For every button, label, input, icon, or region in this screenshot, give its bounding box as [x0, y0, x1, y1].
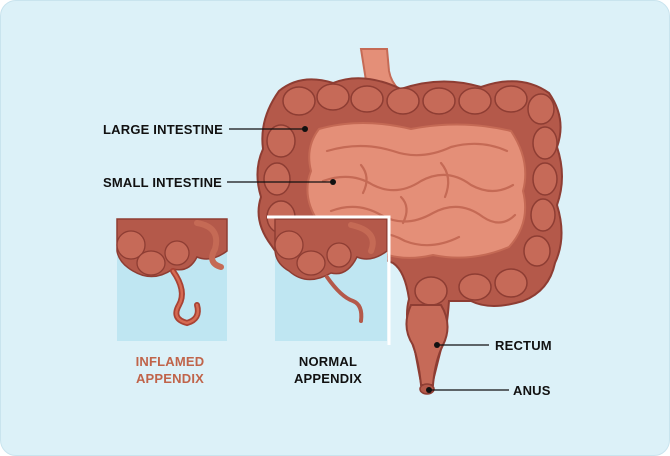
small-intestine-label: SMALL INTESTINE: [103, 175, 223, 190]
rectum-label: RECTUM: [495, 338, 552, 353]
rectum: [405, 304, 449, 386]
anus-label: ANUS: [513, 383, 551, 398]
normal-appendix-inset: [274, 218, 388, 341]
normal-label-line2: APPENDIX: [293, 371, 363, 386]
inflamed-appendix-inset: [116, 218, 228, 341]
inflamed-label-line1: INFLAMED: [135, 354, 205, 369]
colon-haustra: [263, 83, 558, 340]
large-intestine-label: LARGE INTESTINE: [103, 122, 224, 137]
inflamed-appendix-label: INFLAMED APPENDIX: [115, 353, 225, 387]
normal-label-line1: NORMAL: [298, 354, 358, 369]
normal-appendix-label: NORMAL APPENDIX: [273, 353, 383, 387]
leader-dots: [302, 126, 440, 393]
leader-lines: [227, 128, 509, 391]
inflamed-label-line2: APPENDIX: [135, 371, 205, 386]
inset-frame: [267, 215, 391, 345]
